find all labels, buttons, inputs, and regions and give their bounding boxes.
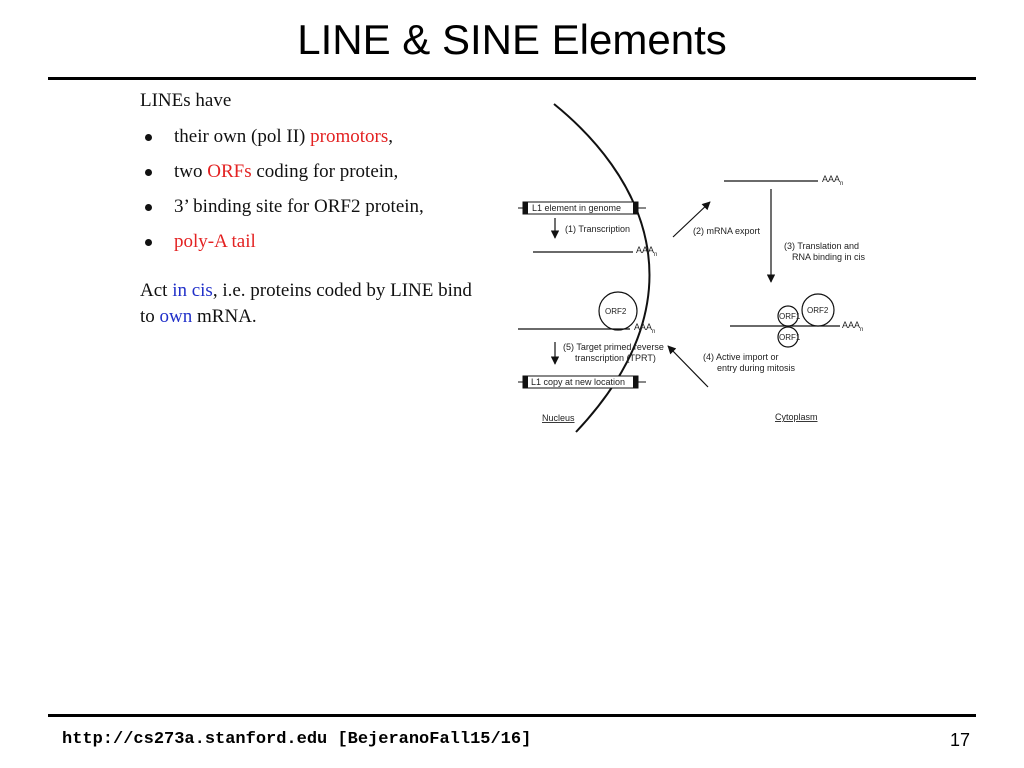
polya-label: AAAn [822, 174, 843, 187]
orf2-label: ORF2 [807, 306, 829, 315]
l1-copy-element: L1 copy at new location [518, 375, 646, 389]
nucleus-label: Nucleus [542, 413, 575, 423]
bullet-dot-icon [145, 169, 152, 176]
footer-divider [48, 714, 976, 717]
bullet-text: , [388, 126, 393, 147]
bullet-text: 3’ binding site for ORF2 protein, [174, 196, 424, 217]
orf1-protein [777, 305, 799, 327]
orf2-label: ORF2 [605, 307, 627, 316]
footer-url: http://cs273a.stanford.edu [BejeranoFall… [62, 730, 532, 749]
step2-label: (2) mRNA export [693, 226, 761, 236]
orf2-protein [598, 291, 638, 331]
act-in-cis-text: Act in cis, i.e. proteins coded by LINE … [140, 278, 490, 330]
l1-copy-label: L1 copy at new location [531, 377, 625, 387]
orf1-protein [777, 326, 799, 348]
intro-text: LINEs have [140, 90, 232, 111]
bullet-highlight: promotors [310, 126, 389, 147]
orf1-label: ORF1 [779, 312, 801, 321]
bullet-binding-site: 3’ binding site for ORF2 protein, [145, 196, 490, 231]
bullet-dot-icon [145, 239, 152, 246]
bullet-list: their own (pol II) promotors, two ORFs c… [145, 126, 490, 266]
bullet-polya-tail: poly-A tail [145, 231, 490, 266]
orf2-protein [801, 293, 835, 327]
bullet-promoters: their own (pol II) promotors, [145, 126, 490, 161]
polya-label: AAAn [634, 322, 655, 335]
l1-genome-element: L1 element in genome [518, 201, 646, 215]
polya-label: AAAn [636, 245, 657, 258]
slide-body: LINEs have their own (pol II) promotors,… [140, 90, 490, 330]
bullet-highlight: poly-A tail [174, 231, 256, 252]
import-arrow [667, 345, 709, 388]
act-text: mRNA. [192, 306, 257, 327]
act-highlight-in-cis: in cis [172, 280, 213, 301]
export-arrow [672, 201, 711, 238]
bullet-text: their own (pol II) [174, 126, 311, 147]
l1-lifecycle-diagram: L1 element in genome (1) Transcription A… [518, 103, 866, 433]
orf1-label: ORF1 [779, 333, 801, 342]
bullet-dot-icon [145, 204, 152, 211]
bullet-text: coding for protein, [251, 161, 399, 182]
bullet-highlight: ORFs [207, 161, 252, 182]
bullet-text: two [174, 161, 208, 182]
bullet-dot-icon [145, 134, 152, 141]
act-text: Act [140, 280, 173, 301]
cytoplasm-label: Cytoplasm [775, 412, 818, 422]
step1-label: (1) Transcription [565, 224, 630, 234]
polya-label: AAAn [842, 320, 863, 333]
l1-genome-label: L1 element in genome [532, 203, 621, 213]
act-text: , i.e. proteins coded by LINE bind to [140, 280, 472, 327]
slide-title: LINE & SINE Elements [297, 16, 727, 63]
page-number: 17 [949, 730, 970, 750]
bullet-orfs: two ORFs coding for protein, [145, 161, 490, 196]
title-divider [48, 77, 976, 80]
act-highlight-own: own [159, 306, 193, 327]
